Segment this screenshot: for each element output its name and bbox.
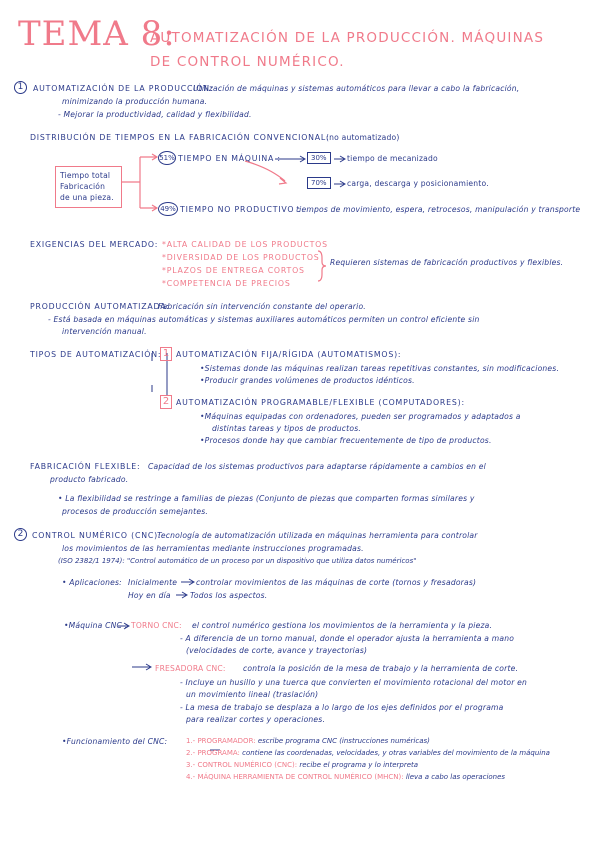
percent-51: 51%: [158, 151, 176, 165]
flex-text2: producto fabricado.: [50, 475, 129, 484]
prod-heading: PRODUCCIÓN AUTOMATIZADA:: [30, 302, 170, 311]
maquina-cnc-label: •Máquina CNC :: [64, 621, 128, 630]
prod-text1: Fabricación sin intervención constante d…: [158, 302, 366, 311]
func-step: 3.- CONTROL NUMÉRICO (CNC): recibe el pr…: [186, 761, 418, 769]
exig-item: *ALTA CALIDAD DE LOS PRODUCTOS: [162, 240, 328, 249]
func-step-num: 1.-: [186, 737, 196, 745]
fresadora-text: controla la posición de la mesa de traba…: [243, 664, 519, 673]
p30-text: tiempo de mecanizado: [347, 154, 438, 163]
fresadora-bullet: - La mesa de trabajo se desplaza a lo la…: [180, 703, 504, 712]
fresadora-bullet-cont: para realizar cortes y operaciones.: [186, 715, 326, 724]
p70-text: carga, descarga y posicionamiento.: [347, 179, 489, 188]
percent-70-box: 70%: [307, 177, 331, 189]
func-step-text: recibe el programa y lo interpreta: [299, 761, 419, 769]
title-line1: AUTOMATIZACIÓN DE LA PRODUCCIÓN. MÁQUINA…: [150, 30, 545, 46]
total-time-box: Tiempo total Fabricación de una pieza.: [55, 166, 122, 208]
func-step-key: CONTROL NUMÉRICO (CNC):: [197, 761, 298, 769]
prod-text2: - Está basada en máquinas automáticas y …: [48, 315, 480, 324]
torno-text: el control numérico gestiona los movimie…: [192, 621, 493, 630]
func-step: 2.- PROGRAMA: contiene las coordenadas, …: [186, 749, 550, 757]
tipo-1-number: 1: [160, 347, 172, 361]
total-box-line: Tiempo total: [60, 171, 111, 180]
fresadora-bullet-cont: un movimiento lineal (traslación): [186, 690, 319, 699]
exig-item: *PLAZOS DE ENTREGA CORTOS: [162, 266, 305, 275]
fresadora-title: FRESADORA CNC:: [155, 664, 226, 673]
total-box-line: Fabricación: [60, 182, 106, 191]
section-number-1: 1: [14, 81, 27, 94]
tipo-2-bullet: •Procesos donde hay que cambiar frecuent…: [200, 436, 492, 445]
func-step: 4.- MÁQUINA HERRAMIENTA DE CONTROL NUMÉR…: [186, 773, 505, 781]
section-number-2: 2: [14, 528, 27, 541]
flex-heading: FABRICACIÓN FLEXIBLE:: [30, 462, 141, 471]
exig-heading: EXIGENCIAS DEL MERCADO:: [30, 240, 159, 249]
apps-text-1: controlar movimientos de las máquinas de…: [196, 578, 477, 587]
apps-text-2: Todos los aspectos.: [190, 591, 268, 600]
dist-heading: DISTRIBUCIÓN DE TIEMPOS EN LA FABRICACIÓ…: [30, 133, 330, 142]
func-step-key: PROGRAMA:: [197, 749, 240, 757]
tipo-2-bullet-cont: distintas tareas y tipos de productos.: [212, 424, 361, 433]
s1-text3: - Mejorar la productividad, calidad y fl…: [58, 110, 252, 119]
func-step-key: MÁQUINA HERRAMIENTA DE CONTROL NUMÉRICO …: [197, 773, 404, 781]
prod-text3: intervención manual.: [62, 327, 147, 336]
func-step-text: contiene las coordenadas, velocidades, y…: [242, 749, 550, 757]
percent-30-box: 30%: [307, 152, 331, 164]
func-step-num: 4.-: [186, 773, 196, 781]
tipo-1-title: AUTOMATIZACIÓN FIJA/RÍGIDA (AUTOMATISMOS…: [176, 350, 402, 359]
prod-time-label: TIEMPO EN MÁQUINA :: [178, 154, 281, 163]
flex-text1: Capacidad de los sistemas productivos pa…: [148, 462, 486, 471]
s2-iso: (ISO 2382/1 1974): "Control automático d…: [58, 557, 417, 565]
percent-49: 49%: [158, 202, 178, 216]
func-step-text: escribe programa CNC (instrucciones numé…: [257, 737, 430, 745]
tipo-1-bullet: •Sistemas donde las máquinas realizan ta…: [200, 364, 560, 373]
torno-bullet: - A diferencia de un torno manual, donde…: [180, 634, 515, 643]
fresadora-bullet: - Incluye un husillo y una tuerca que co…: [180, 678, 528, 687]
flex-text3: • La flexibilidad se restringe a familia…: [58, 494, 475, 503]
tipo-2-number: 2: [160, 395, 172, 409]
torno-title: TORNO CNC:: [131, 621, 182, 630]
exig-item: *DIVERSIDAD DE LOS PRODUCTOS: [162, 253, 320, 262]
apps-when-1: Inicialmente: [128, 578, 178, 587]
func-step-num: 2.-: [186, 749, 196, 757]
tipos-heading: TIPOS DE AUTOMATIZACIÓN:: [30, 350, 162, 359]
s2-text2: los movimientos de las herramientas medi…: [62, 544, 364, 553]
s1-text2: minimizando la producción humana.: [62, 97, 208, 106]
func-step-num: 3.-: [186, 761, 196, 769]
title-line2: DE CONTROL NUMÉRICO.: [150, 54, 345, 70]
func-step: 1.- PROGRAMADOR: escribe programa CNC (i…: [186, 737, 430, 745]
tipo-2-title: AUTOMATIZACIÓN PROGRAMABLE/FLEXIBLE (COM…: [176, 398, 465, 407]
flex-text4: procesos de producción semejantes.: [62, 507, 208, 516]
exig-result: Requieren sistemas de fabricación produc…: [330, 258, 564, 267]
title-prefix: TEMA 8:: [18, 14, 176, 54]
s1-text1: Utilización de máquinas y sistemas autom…: [193, 84, 520, 93]
s2-heading: CONTROL NUMÉRICO (CNC):: [32, 531, 162, 540]
tipo-2-bullet: •Máquinas equipadas con ordenadores, pue…: [200, 412, 521, 421]
apps-label: • Aplicaciones:: [62, 578, 122, 587]
func-step-text: lleva a cabo las operaciones: [405, 773, 506, 781]
torno-bullet-cont: (velocidades de corte, avance y trayecto…: [186, 646, 368, 655]
exig-item: *COMPETENCIA DE PRECIOS: [162, 279, 291, 288]
func-step-key: PROGRAMADOR:: [197, 737, 256, 745]
func-label: •Funcionamiento del CNC:: [62, 737, 168, 746]
total-box-line: de una pieza.: [60, 193, 114, 202]
apps-when-2: Hoy en día: [128, 591, 171, 600]
dist-note: (no automatizado): [326, 133, 400, 142]
nonprod-label: TIEMPO NO PRODUCTIVO :: [180, 205, 301, 214]
tipo-1-bullet: •Producir grandes volúmenes de productos…: [200, 376, 415, 385]
s2-text1: Tecnología de automatización utilizada e…: [157, 531, 478, 540]
nonprod-text: tiempos de movimiento, espera, retroceso…: [296, 205, 581, 214]
s1-heading: AUTOMATIZACIÓN DE LA PRODUCCIÓN:: [33, 84, 214, 93]
